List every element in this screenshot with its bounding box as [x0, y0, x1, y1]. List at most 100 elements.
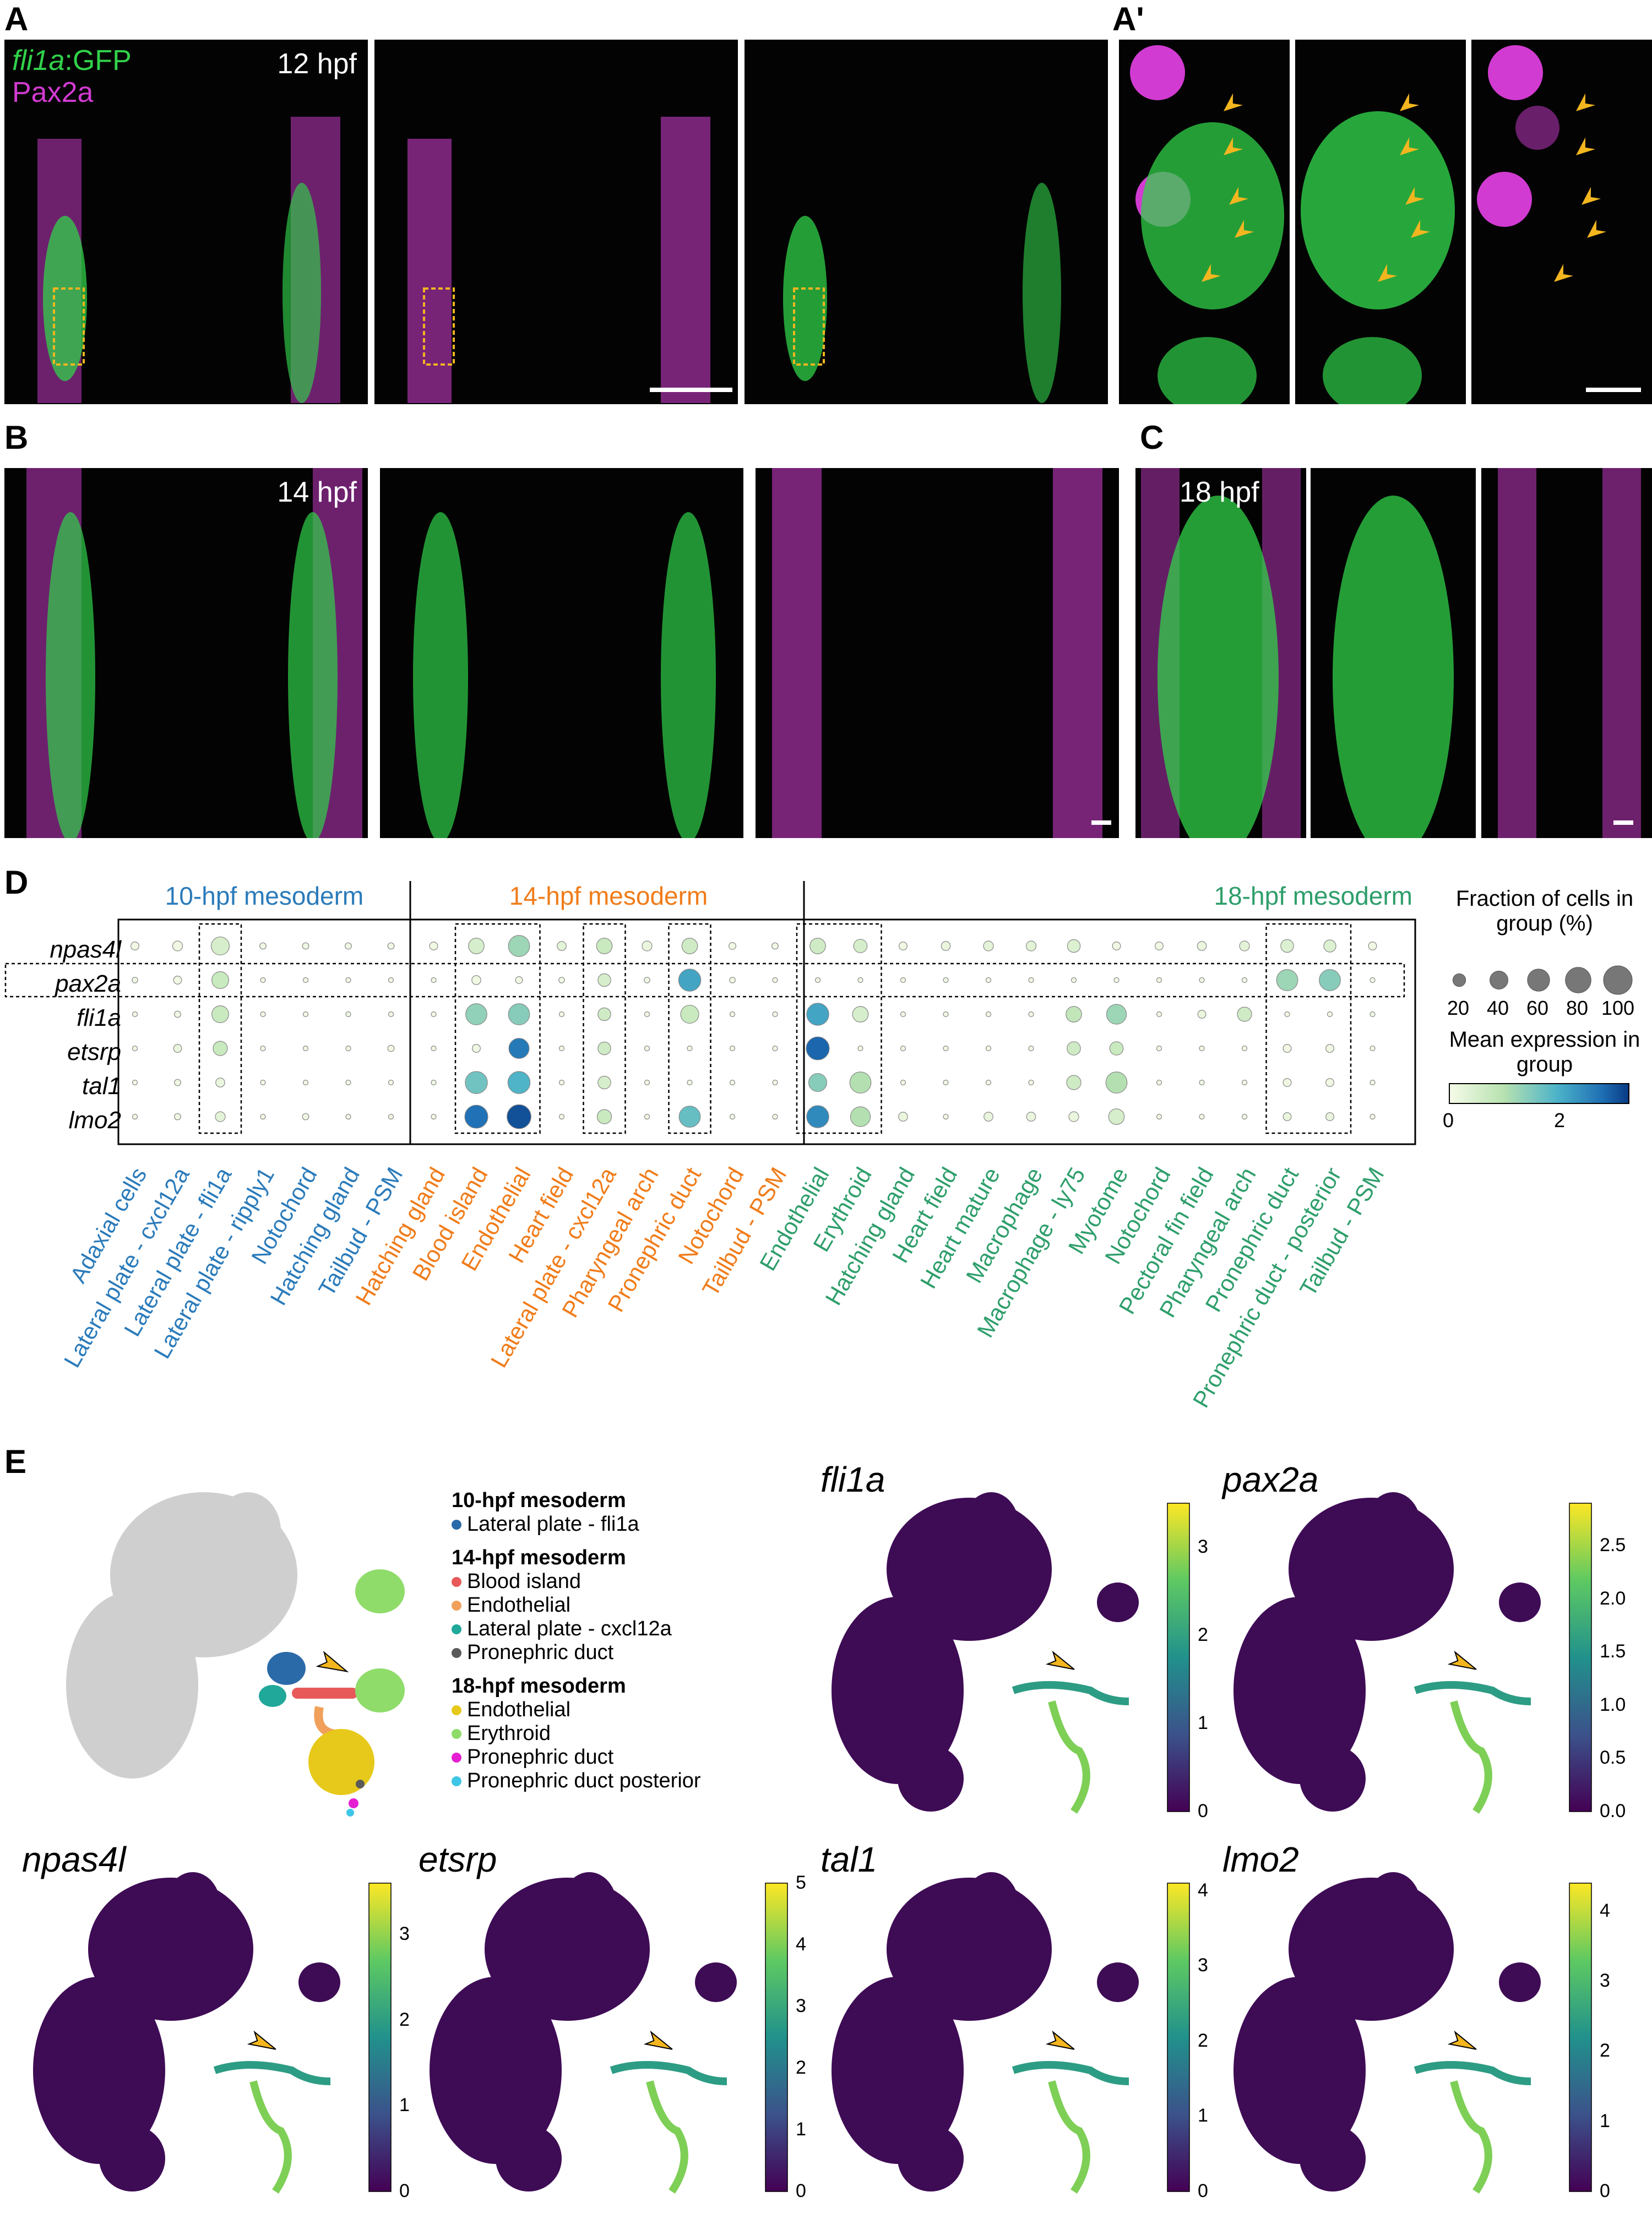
dotplot-dot	[215, 1111, 226, 1122]
umap-trajectory	[1450, 1700, 1492, 1814]
colorbar-tick: 0	[1600, 2180, 1610, 2201]
colorbar-tick: 1.5	[1600, 1641, 1626, 1662]
dotplot-dot	[173, 976, 182, 985]
feature-umap-plot	[1233, 1872, 1592, 2194]
dotplot-dot	[678, 1106, 701, 1128]
dotplot-dot	[1106, 1004, 1127, 1025]
dotplot-dot	[729, 1079, 736, 1086]
dotplot-dot	[260, 1011, 266, 1018]
dotplot-highlight-box	[1265, 923, 1352, 1134]
dotplot-dot	[132, 1011, 138, 1018]
dotplot-dot	[857, 1045, 863, 1052]
dotplot-dot	[1197, 1010, 1207, 1019]
legend-swatch	[452, 1624, 461, 1634]
dotplot-highlight-box	[454, 923, 541, 1134]
dotplot-dot	[1239, 940, 1250, 951]
micrograph-c-merge-image	[1141, 468, 1301, 838]
dotplot-dot	[597, 1075, 611, 1090]
size-legend-tick-80: 80	[1566, 997, 1589, 1019]
dotplot-dot	[558, 1011, 565, 1018]
dotplot-dot	[1370, 1011, 1376, 1018]
dotplot-dot	[558, 1079, 565, 1086]
dotplot-dot	[260, 1113, 266, 1120]
dotplot-dot	[174, 1079, 181, 1086]
dotplot-dot	[1028, 1045, 1034, 1052]
umap-legend-item: Blood island	[452, 1570, 701, 1594]
colorbar-tick: 3	[1600, 1970, 1610, 1992]
dotplot-dot	[472, 1044, 481, 1053]
arrowhead-marker	[1202, 264, 1221, 282]
umap-legend-label: Endothelial	[467, 1698, 571, 1721]
size-legend	[1452, 965, 1633, 995]
feature-plot-title: fli1a	[820, 1460, 885, 1499]
dotplot-dot	[772, 1011, 778, 1018]
umap-cluster-blob	[1233, 1597, 1366, 1784]
colorbar-tick: 3	[399, 1923, 410, 1945]
micrograph-b-merge-image	[26, 468, 362, 838]
micrograph-b-gfp-image	[413, 512, 716, 838]
micrograph-a-merge-image	[37, 117, 340, 403]
umap-trajectory	[1048, 2080, 1090, 2194]
umap-cluster-blob	[99, 2125, 165, 2192]
micrograph-a-prime-pax2a	[1471, 40, 1652, 404]
dotplot-dot	[853, 939, 868, 953]
size-legend-tick-100: 100	[1601, 997, 1635, 1019]
dotplot-chart	[4, 881, 1416, 1145]
feature-plot-title: npas4l	[22, 1840, 126, 1879]
dotplot-dot	[983, 940, 994, 951]
umap-cluster-blob	[964, 1492, 1019, 1558]
dotplot-dot	[644, 1113, 650, 1120]
colorbar-tick: 2.5	[1600, 1535, 1626, 1556]
umap-trajectory	[1414, 2061, 1531, 2085]
dotplot-dot	[1067, 939, 1081, 953]
dotplot-dot	[644, 1079, 650, 1086]
dotplot-dot	[387, 942, 395, 950]
micrograph-a-prime-gfp	[1295, 40, 1466, 404]
arrowhead-marker	[247, 2030, 276, 2050]
dotplot-dot	[687, 1045, 693, 1052]
dotplot-dot	[849, 1072, 872, 1094]
dotplot-highlight-box	[583, 923, 626, 1134]
arrowheads-a-prime	[1202, 93, 1607, 282]
dotplot-dot	[1028, 977, 1034, 983]
colorbar-tick: 0	[796, 2180, 806, 2201]
umap-legend-label: Lateral plate - cxcl12a	[467, 1617, 672, 1640]
size-legend-tick-20: 20	[1447, 997, 1470, 1019]
dotplot-dot	[1070, 977, 1077, 983]
dotplot-dot	[211, 1005, 229, 1023]
dotplot-dot	[1370, 1079, 1376, 1086]
feature-plot-title: pax2a	[1222, 1460, 1319, 1499]
arrowhead-marker	[1224, 93, 1243, 111]
micrograph-a-prime-pax2a-image	[1477, 45, 1559, 227]
dotplot-dot	[302, 1045, 309, 1052]
dotplot-dot	[1156, 977, 1162, 983]
dotplot-dot	[772, 977, 778, 983]
colorbar-tick: 4	[1600, 1900, 1610, 1921]
colorbar	[1569, 1503, 1592, 1812]
feature-umap-plot	[1233, 1492, 1592, 1814]
dotplot-dot	[388, 1079, 394, 1086]
dotplot-dot	[809, 938, 826, 954]
scale-bar	[1091, 820, 1111, 825]
gene-label-etsrp: etsrp	[67, 1038, 121, 1065]
micrograph-a-prime-gfp-image	[1301, 111, 1455, 404]
dotplot-dot	[260, 1045, 266, 1052]
dotplot-dot	[132, 977, 138, 983]
dotplot-dot	[1199, 1045, 1205, 1052]
arrowhead-marker	[643, 2030, 673, 2050]
dotplot-dot	[260, 1079, 266, 1086]
dotplot-dot	[1108, 1108, 1125, 1125]
colorbar-tick: 0.0	[1600, 1801, 1626, 1821]
umap-cluster-blob	[832, 1597, 964, 1784]
arrowhead-marker	[1235, 220, 1254, 238]
colorbar-tick: 0	[399, 2180, 410, 2201]
dotplot-dot	[1370, 977, 1376, 983]
legend-swatch	[452, 1576, 461, 1587]
gene-label-npas4l: npas4l	[50, 936, 121, 963]
dotplot-dot	[260, 977, 266, 983]
dotplot-dot	[644, 977, 650, 983]
colorbar-tick: 2.0	[1600, 1587, 1626, 1609]
dotplot-dot	[857, 977, 863, 983]
dotplot-dot	[1283, 1112, 1292, 1121]
arrowhead-marker	[1582, 187, 1601, 205]
